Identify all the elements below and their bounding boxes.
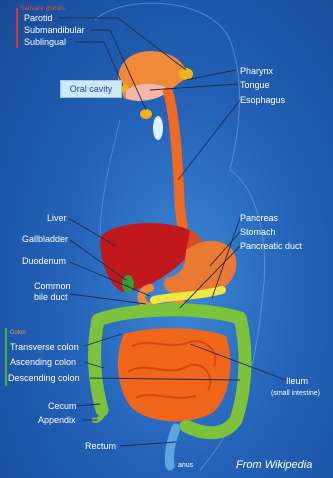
label-submandibular: Submandibular (24, 25, 85, 35)
label-common-bile-duct-1: Common (34, 281, 71, 291)
rectum-shape (169, 428, 176, 466)
salivary-bracket (16, 8, 18, 48)
label-pancreas: Pancreas (240, 213, 278, 223)
label-liver: Liver (47, 213, 67, 223)
label-stomach: Stomach (240, 227, 276, 237)
label-descending-colon: Descending colon (8, 373, 80, 383)
submandibular-gland (140, 109, 152, 119)
label-rectum: Rectum (85, 441, 116, 451)
credit-text: From Wikipedia (236, 460, 312, 470)
label-transverse-colon: Transverse colon (10, 342, 79, 352)
label-ascending-colon: Ascending colon (10, 357, 76, 367)
label-small-intestine: (small intestine) (271, 389, 320, 399)
colon-heading: Colon (10, 328, 26, 338)
label-cecum: Cecum (48, 401, 77, 411)
trachea-shape (153, 116, 163, 140)
label-parotid: Parotid (24, 13, 53, 23)
label-sublingual: Sublingual (24, 37, 66, 47)
label-ileum: Ileum (286, 376, 308, 386)
label-esophagus: Esophagus (240, 95, 285, 105)
label-tongue: Tongue (240, 80, 270, 90)
label-oral-cavity: Oral cavity (60, 80, 122, 98)
gallbladder-shape (122, 275, 134, 293)
label-anus: anus (178, 461, 193, 471)
small-intestine-shape (118, 328, 231, 421)
label-duodenum: Duodenum (22, 256, 66, 266)
label-common-bile-duct-2: bile duct (34, 292, 68, 302)
colon-bracket (5, 328, 7, 386)
label-pharynx: Pharynx (240, 66, 273, 76)
label-appendix: Appendix (38, 415, 76, 425)
body-outline-left (100, 120, 120, 240)
label-gallbladder: Gallbladder (22, 234, 68, 244)
label-pancreatic-duct: Pancreatic duct (240, 241, 302, 251)
